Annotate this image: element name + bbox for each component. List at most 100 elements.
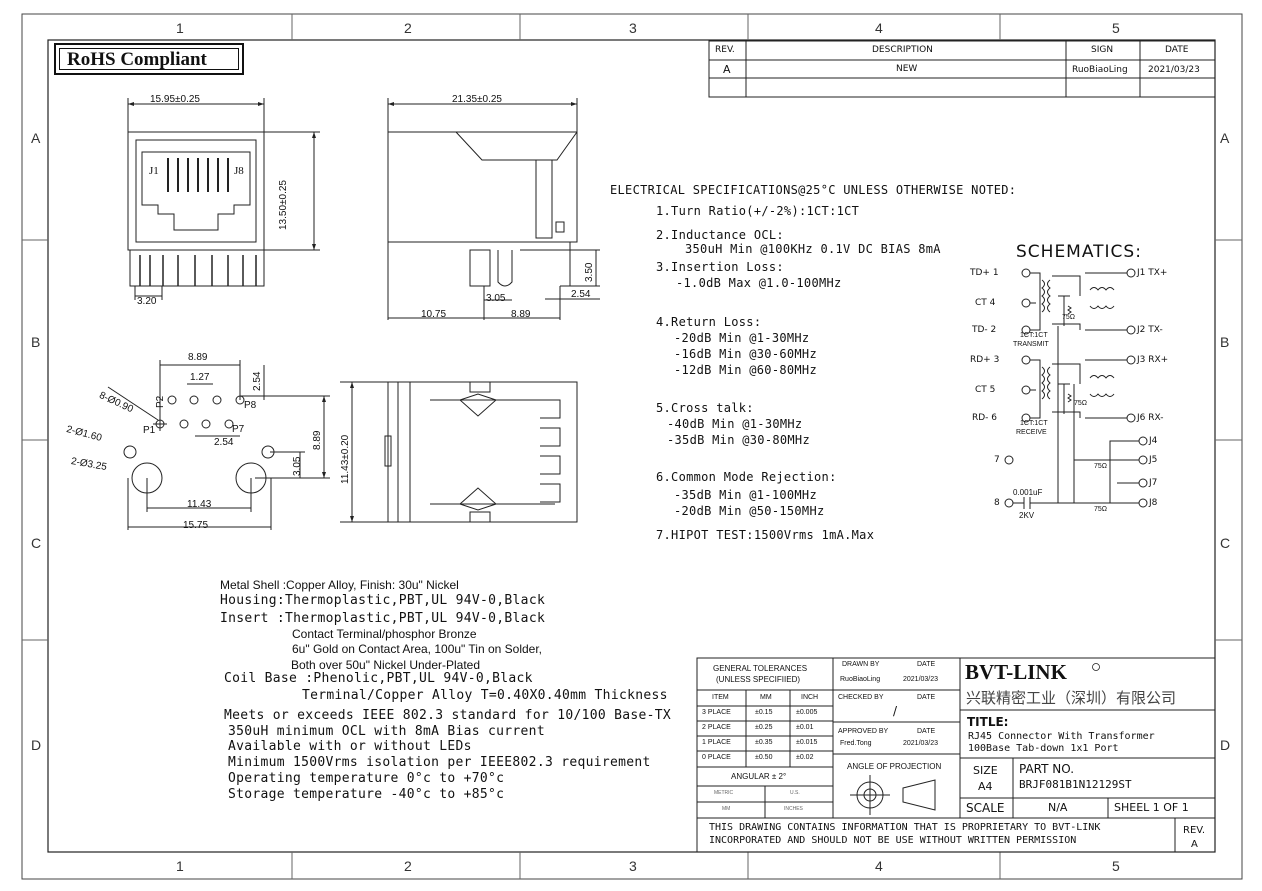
rev-label: REV.	[1183, 825, 1205, 836]
checked-by-label: CHECKED BY	[838, 694, 884, 701]
spec-line-15: -20dB Min @50-150MHz	[674, 504, 825, 518]
schematic-j2: J2 TX-	[1137, 325, 1163, 335]
spec-line-4: 3.Insertion Loss:	[656, 260, 784, 274]
j8-label: J8	[234, 165, 244, 177]
tol-row-3-mm: ±0.35	[755, 739, 773, 746]
schematic-rd-minus: RD- 6	[972, 413, 998, 423]
spec-line-3: 350uH Min @100KHz 0.1V DC BIAS 8mA	[685, 242, 941, 256]
approved-by-label: APPROVED BY	[838, 728, 889, 735]
zone-row-b-left: B	[31, 334, 41, 350]
company-name-cn: 兴联精密工业（深圳）有限公司	[966, 689, 1177, 707]
spec-line-12: -35dB Min @30-80MHz	[667, 433, 810, 447]
top-view	[340, 381, 578, 523]
tol-mm-header: MM	[760, 694, 772, 701]
tol-row-4-mm: ±0.50	[755, 754, 773, 761]
p8-label: P8	[244, 400, 257, 411]
angular-label: ANGULAR ± 2°	[731, 772, 787, 781]
drawn-name: RuoBiaoLing	[840, 676, 881, 683]
material-line-8: Terminal/Copper Alloy T=0.40X0.40mm Thic…	[302, 688, 668, 703]
revision-table-grid	[708, 40, 1216, 98]
spec-line-14: -35dB Min @1-100MHz	[674, 488, 817, 502]
mm-label: MM	[722, 806, 731, 812]
material-line-9: Meets or exceeds IEEE 802.3 standard for…	[224, 708, 671, 723]
material-line-1: Metal Shell :Copper Alloy, Finish: 30u" …	[220, 578, 459, 592]
approved-date-label: DATE	[917, 728, 936, 735]
rev-header: REV.	[715, 45, 735, 55]
tol-row-1-item: 3 PLACE	[702, 709, 731, 716]
receive-label: RECEIVE	[1016, 429, 1047, 436]
title-label: TITLE:	[967, 715, 1009, 729]
side-d-dim: 8.89	[511, 309, 531, 320]
schematic-j3: J3 RX+	[1137, 355, 1169, 365]
material-line-4: Contact Terminal/phosphor Bronze	[292, 627, 477, 641]
capacitor-voltage: 2KV	[1019, 511, 1035, 520]
zone-row-d-left: D	[31, 737, 42, 753]
front-pitch-dim: 3.20	[137, 296, 157, 307]
title-line-1: RJ45 Connector With Transformer	[968, 731, 1155, 742]
rev-value: A	[723, 63, 731, 76]
schematic-td-plus: TD+ 1	[970, 268, 999, 278]
scale-label: SCALE	[966, 801, 1005, 815]
pcb-1575-dim: 15.75	[183, 520, 209, 531]
spec-line-7: -20dB Min @1-30MHz	[674, 331, 810, 345]
material-line-10: 350uH minimum OCL with 8mA Bias current	[228, 724, 545, 739]
pcb-1143-dim: 11.43	[187, 499, 212, 510]
us-label: U.S.	[790, 790, 800, 796]
tol-row-1-inch: ±0.005	[796, 709, 818, 716]
tol-item-header: ITEM	[712, 694, 729, 701]
p1-label: P1	[143, 425, 156, 436]
date-header: DATE	[1165, 45, 1189, 55]
transmit-label: TRANSMIT	[1013, 341, 1049, 348]
checked-date-label: DATE	[917, 694, 936, 701]
sign-value: RuoBiaoLing	[1072, 65, 1128, 75]
scale-value: N/A	[1048, 801, 1068, 814]
pcb-254b-dim: 2.54	[214, 437, 234, 448]
spec-line-16: 7.HIPOT TEST:1500Vrms 1mA.Max	[656, 528, 875, 542]
tol-row-3-inch: ±0.015	[796, 739, 818, 746]
sign-header: SIGN	[1091, 45, 1114, 55]
spec-line-9: -12dB Min @60-80MHz	[674, 363, 817, 377]
schematic-pin7: 7	[994, 455, 1000, 465]
title-line-2: 100Base Tab-down 1x1 Port	[968, 743, 1119, 754]
description-value: NEW	[896, 64, 918, 74]
tol-row-2-mm: ±0.25	[755, 724, 773, 731]
resistor-4: 75Ω	[1094, 506, 1108, 513]
metric-label: METRIC	[714, 790, 734, 796]
tol-row-4-inch: ±0.02	[796, 754, 814, 761]
date-value: 2021/03/23	[1148, 65, 1200, 75]
part-no-value: BRJF081B1N12129ST	[1019, 778, 1132, 791]
angle-projection-label: ANGLE OF PROJECTION	[847, 762, 942, 771]
description-header: DESCRIPTION	[872, 45, 933, 55]
resistor-1: 75Ω	[1062, 314, 1076, 321]
resistor-2: 75Ω	[1074, 400, 1088, 407]
mechanical-views	[107, 98, 600, 530]
receive-ratio: 1CT:1CT	[1020, 420, 1048, 427]
tol-row-3-item: 1 PLACE	[702, 739, 731, 746]
front-width-dim: 15.95±0.25	[150, 94, 200, 105]
rev-value-bottom: A	[1191, 839, 1198, 850]
side-c-dim: 10.75	[421, 309, 447, 320]
zone-col-1-top: 1	[176, 20, 184, 36]
unless-label: (UNLESS SPECIFIIED)	[716, 675, 801, 684]
zone-row-c-left: C	[31, 535, 42, 551]
zone-row-d-right: D	[1220, 737, 1231, 753]
approved-date: 2021/03/23	[903, 740, 939, 747]
zone-col-4-top: 4	[875, 20, 883, 36]
side-a-dim: 3.05	[486, 293, 506, 304]
tol-row-2-item: 2 PLACE	[702, 724, 731, 731]
material-line-7: Coil Base :Phenolic,PBT,UL 94V-0,Black	[224, 671, 533, 686]
material-line-3: Insert :Thermoplastic,PBT,UL 94V-0,Black	[220, 611, 546, 626]
size-value: A4	[978, 780, 993, 793]
material-line-13: Operating temperature 0°c to +70°c	[228, 771, 505, 786]
notice-line-1: THIS DRAWING CONTAINS INFORMATION THAT I…	[709, 822, 1101, 833]
pcb-layout	[107, 360, 330, 530]
capacitor-value: 0.001uF	[1013, 488, 1043, 497]
schematic-ct4: CT 4	[975, 298, 996, 308]
p7-label: P7	[232, 424, 245, 435]
j1-label: J1	[149, 165, 159, 177]
material-line-11: Available with or without LEDs	[228, 739, 472, 754]
zone-col-1-bottom: 1	[176, 858, 184, 874]
drawn-date-label: DATE	[917, 661, 936, 668]
tol-row-4-item: 0 PLACE	[702, 754, 731, 761]
